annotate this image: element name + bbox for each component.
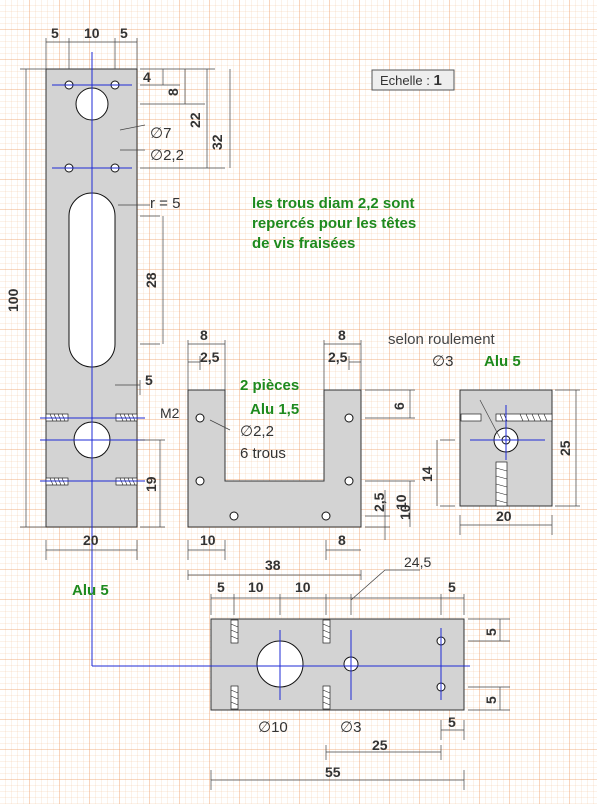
svg-text:55: 55 <box>325 764 341 780</box>
notes: les trous diam 2,2 sont repercés pour le… <box>72 195 521 599</box>
note-bearing: selon roulement <box>388 331 496 348</box>
svg-text:∅7: ∅7 <box>150 125 171 142</box>
note-countersink-1: les trous diam 2,2 sont <box>252 195 415 212</box>
scale-box <box>371 69 455 91</box>
svg-text:∅3: ∅3 <box>432 353 453 370</box>
svg-text:2,5: 2,5 <box>371 492 387 512</box>
svg-text:100: 100 <box>5 288 21 312</box>
note-alu5-right: Alu 5 <box>484 353 521 370</box>
dimension-texts: 5 10 5 4 8 22 32 ∅7 ∅2,2 r = 5 28 100 5 … <box>5 25 573 780</box>
svg-text:25: 25 <box>372 737 388 753</box>
svg-text:14: 14 <box>419 466 435 482</box>
svg-text:22: 22 <box>187 112 203 128</box>
svg-text:r = 5: r = 5 <box>150 195 180 212</box>
svg-text:28: 28 <box>143 272 159 288</box>
svg-text:19: 19 <box>143 476 159 492</box>
svg-text:6: 6 <box>391 402 407 410</box>
svg-text:10: 10 <box>200 532 216 548</box>
svg-text:5: 5 <box>483 628 499 636</box>
svg-text:5: 5 <box>448 579 456 595</box>
center-lines <box>40 52 545 700</box>
svg-text:∅10: ∅10 <box>258 719 288 736</box>
svg-text:10: 10 <box>393 494 409 510</box>
svg-text:8: 8 <box>200 327 208 343</box>
svg-text:5: 5 <box>120 25 128 41</box>
note-alu5-left: Alu 5 <box>72 582 109 599</box>
svg-text:20: 20 <box>496 508 512 524</box>
svg-text:10: 10 <box>295 579 311 595</box>
note-six-holes: 6 trous <box>240 445 286 462</box>
svg-text:25: 25 <box>557 440 573 456</box>
scale-label: Echelle : 1 <box>380 72 442 89</box>
note-two-parts: 2 pièces <box>240 377 299 394</box>
svg-text:5: 5 <box>217 579 225 595</box>
dimension-lines <box>20 38 580 790</box>
svg-text:2,5: 2,5 <box>328 349 348 365</box>
svg-text:∅3: ∅3 <box>340 719 361 736</box>
note-countersink-3: de vis fraisées <box>252 235 355 252</box>
svg-text:38: 38 <box>265 557 281 573</box>
svg-text:10: 10 <box>248 579 264 595</box>
svg-text:24,5: 24,5 <box>404 554 431 570</box>
note-countersink-2: repercés pour les têtes <box>252 215 416 232</box>
svg-text:10: 10 <box>84 25 100 41</box>
svg-text:∅2,2: ∅2,2 <box>240 423 274 440</box>
base-plate <box>210 618 465 711</box>
note-alu-15: Alu 1,5 <box>250 401 299 418</box>
svg-text:5: 5 <box>145 372 153 388</box>
svg-text:8: 8 <box>338 327 346 343</box>
svg-text:8: 8 <box>165 88 181 96</box>
svg-text:5: 5 <box>448 714 456 730</box>
svg-text:∅2,2: ∅2,2 <box>150 147 184 164</box>
svg-text:4: 4 <box>143 69 151 85</box>
svg-text:32: 32 <box>209 134 225 150</box>
svg-text:5: 5 <box>51 25 59 41</box>
svg-text:8: 8 <box>338 532 346 548</box>
svg-text:20: 20 <box>83 532 99 548</box>
svg-text:2,5: 2,5 <box>200 349 220 365</box>
svg-text:10: 10 <box>397 504 413 520</box>
svg-text:M2: M2 <box>160 405 180 421</box>
svg-text:5: 5 <box>483 696 499 704</box>
